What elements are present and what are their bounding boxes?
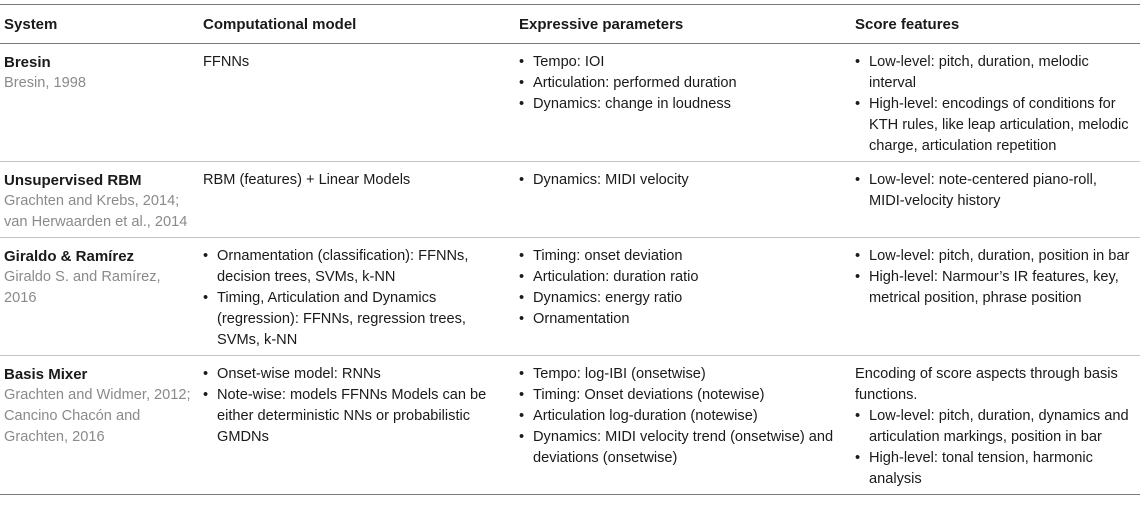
table-row: Giraldo & Ramírez Giraldo S. and Ramírez…: [0, 237, 1140, 356]
systems-table: System Computational model Expressive pa…: [0, 4, 1140, 495]
features-list: Low-level: pitch, duration, melodic inte…: [855, 52, 1134, 157]
list-item: High-level: encodings of conditions for …: [855, 94, 1134, 157]
list-item: Dynamics: energy ratio: [519, 288, 845, 309]
list-item: Low-level: note-centered piano-roll, MID…: [855, 170, 1134, 212]
list-item: Tempo: IOI: [519, 52, 845, 73]
model-cell: RBM (features) + Linear Models: [199, 161, 515, 238]
features-cell: Encoding of score aspects through basis …: [851, 355, 1140, 495]
system-cell: Giraldo & Ramírez Giraldo S. and Ramírez…: [0, 237, 199, 356]
features-cell: Low-level: note-centered piano-roll, MID…: [851, 161, 1140, 238]
list-item: Articulation log-duration (notewise): [519, 406, 845, 427]
list-item: Tempo: log-IBI (onsetwise): [519, 364, 845, 385]
list-item: Low-level: pitch, duration, dynamics and…: [855, 406, 1134, 448]
params-list: Tempo: IOI Articulation: performed durat…: [519, 52, 845, 115]
features-cell: Low-level: pitch, duration, position in …: [851, 237, 1140, 356]
list-item: Low-level: pitch, duration, melodic inte…: [855, 52, 1134, 94]
table-row: Unsupervised RBM Grachten and Krebs, 201…: [0, 161, 1140, 238]
system-cell: Basis Mixer Grachten and Widmer, 2012; C…: [0, 355, 199, 495]
features-list: Low-level: note-centered piano-roll, MID…: [855, 170, 1134, 212]
list-item: Dynamics: MIDI velocity trend (onsetwise…: [519, 427, 845, 469]
model-cell: FFNNs: [199, 43, 515, 162]
model-cell: Ornamentation (classification): FFNNs, d…: [199, 237, 515, 356]
params-cell: Tempo: IOI Articulation: performed durat…: [515, 43, 851, 162]
list-item: Dynamics: MIDI velocity: [519, 170, 845, 191]
system-name: Giraldo & Ramírez: [4, 248, 135, 265]
system-reference: Bresin, 1998: [4, 75, 86, 91]
params-cell: Timing: onset deviation Articulation: du…: [515, 237, 851, 356]
features-cell: Low-level: pitch, duration, melodic inte…: [851, 43, 1140, 162]
params-cell: Tempo: log-IBI (onsetwise) Timing: Onset…: [515, 355, 851, 495]
list-item: Ornamentation: [519, 309, 845, 330]
model-text: FFNNs: [203, 54, 250, 70]
system-reference: Giraldo S. and Ramírez, 2016: [4, 269, 161, 306]
header-computational-model: Computational model: [199, 4, 515, 44]
list-item: Dynamics: change in loudness: [519, 94, 845, 115]
list-item: Onset-wise model: RNNs: [203, 364, 509, 385]
features-list: Low-level: pitch, duration, position in …: [855, 246, 1134, 309]
list-item: Timing, Articulation and Dynamics (regre…: [203, 288, 509, 351]
list-item: Note-wise: models FFNNs Models can be ei…: [203, 385, 509, 448]
model-text: RBM (features) + Linear Models: [203, 172, 411, 188]
model-cell: Onset-wise model: RNNs Note-wise: models…: [199, 355, 515, 495]
features-list: Low-level: pitch, duration, dynamics and…: [855, 406, 1134, 490]
system-cell: Unsupervised RBM Grachten and Krebs, 201…: [0, 161, 199, 238]
list-item: Articulation: duration ratio: [519, 267, 845, 288]
params-list: Tempo: log-IBI (onsetwise) Timing: Onset…: [519, 364, 845, 469]
model-list: Onset-wise model: RNNs Note-wise: models…: [203, 364, 509, 448]
params-cell: Dynamics: MIDI velocity: [515, 161, 851, 238]
params-list: Timing: onset deviation Articulation: du…: [519, 246, 845, 330]
system-reference: Grachten and Widmer, 2012; Cancino Chacó…: [4, 387, 191, 445]
header-system: System: [0, 4, 199, 44]
list-item: Timing: onset deviation: [519, 246, 845, 267]
params-list: Dynamics: MIDI velocity: [519, 170, 845, 191]
features-intro: Encoding of score aspects through basis …: [855, 366, 1118, 403]
header-score-features: Score features: [851, 4, 1140, 44]
model-list: Ornamentation (classification): FFNNs, d…: [203, 246, 509, 351]
header-expressive-parameters: Expressive parameters: [515, 4, 851, 44]
system-cell: Bresin Bresin, 1998: [0, 43, 199, 162]
header-row: System Computational model Expressive pa…: [0, 4, 1140, 44]
table-row: Basis Mixer Grachten and Widmer, 2012; C…: [0, 355, 1140, 495]
system-reference: Grachten and Krebs, 2014; van Herwaarden…: [4, 193, 188, 230]
system-name: Basis Mixer: [4, 366, 88, 383]
list-item: Low-level: pitch, duration, position in …: [855, 246, 1134, 267]
list-item: Timing: Onset deviations (notewise): [519, 385, 845, 406]
list-item: High-level: tonal tension, harmonic anal…: [855, 448, 1134, 490]
table-row: Bresin Bresin, 1998 FFNNs Tempo: IOI Art…: [0, 43, 1140, 162]
list-item: Ornamentation (classification): FFNNs, d…: [203, 246, 509, 288]
system-name: Bresin: [4, 54, 51, 71]
list-item: Articulation: performed duration: [519, 73, 845, 94]
list-item: High-level: Narmour’s IR features, key, …: [855, 267, 1134, 309]
system-name: Unsupervised RBM: [4, 172, 142, 189]
